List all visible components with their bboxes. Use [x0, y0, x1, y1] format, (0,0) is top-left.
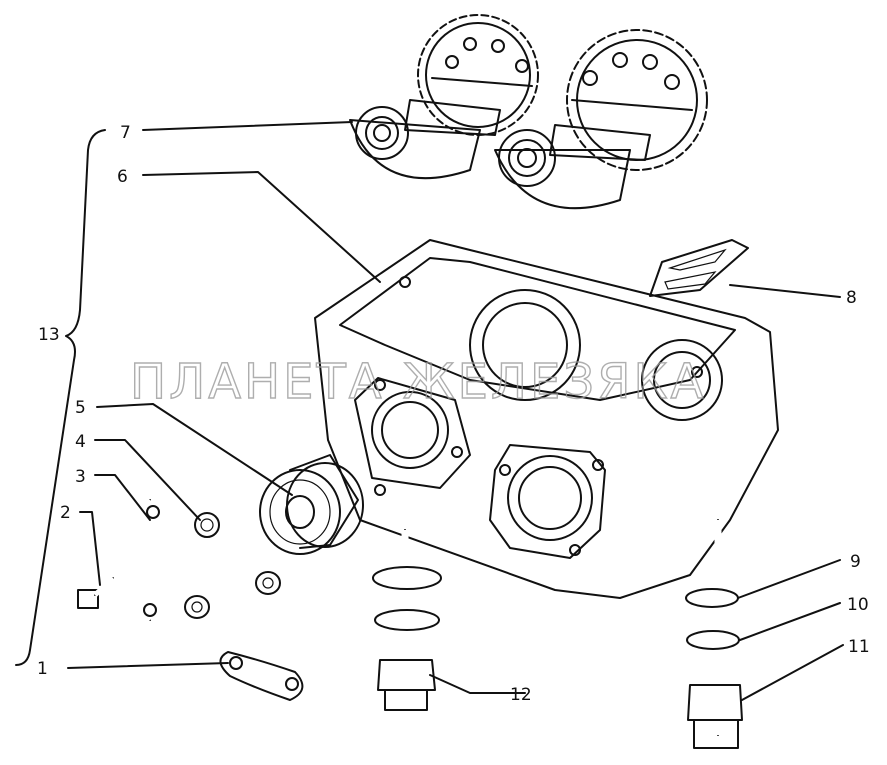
- watermark-text: ПЛАНЕТА ЖЕЛЕЗЯКА: [130, 354, 706, 410]
- callout-3: 3: [75, 467, 86, 487]
- stud-right: [685, 519, 743, 749]
- callout-11: 11: [848, 637, 870, 657]
- callout-13: 13: [38, 325, 60, 345]
- gear-assembly-right: [494, 29, 708, 210]
- callout-2: 2: [60, 503, 71, 523]
- callout-4: 4: [75, 432, 86, 452]
- stud-left: [372, 529, 442, 711]
- callout-9: 9: [850, 552, 861, 572]
- link-plate-1: [219, 651, 304, 701]
- washer-extra-a: [255, 571, 281, 595]
- callout-1: 1: [37, 659, 48, 679]
- callout-8: 8: [846, 288, 857, 308]
- callout-12: 12: [510, 685, 532, 705]
- gasket-plate: [649, 239, 749, 297]
- gearbox-housing: [314, 239, 779, 599]
- callout-6: 6: [117, 167, 128, 187]
- leader-lines: [15, 121, 844, 701]
- callout-7: 7: [120, 123, 131, 143]
- washer-4: [194, 512, 220, 538]
- callout-10: 10: [847, 595, 869, 615]
- gear-assembly-left: [349, 14, 539, 180]
- curved-link-3: [122, 495, 160, 625]
- bolt-2: [77, 576, 115, 609]
- washer-extra-b: [184, 595, 210, 619]
- callout-5: 5: [75, 398, 86, 418]
- ball-bearing: [259, 454, 364, 555]
